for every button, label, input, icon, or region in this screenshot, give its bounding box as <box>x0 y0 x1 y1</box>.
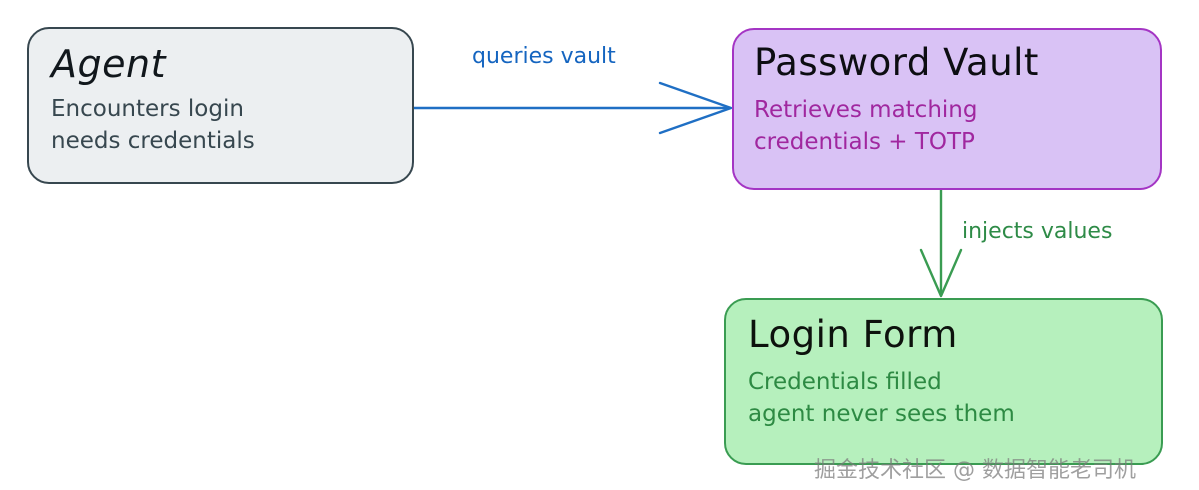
node-password-vault-title: Password Vault <box>754 41 1039 84</box>
node-agent-title: Agent <box>51 42 166 86</box>
node-agent-description: Encounters login needs credentials <box>51 96 255 154</box>
node-password-vault-description: Retrieves matching credentials + TOTP <box>754 97 978 155</box>
watermark-text: 掘金技术社区 @ 数据智能老司机 <box>814 458 1136 483</box>
edge-agent-to-vault <box>412 81 733 135</box>
edge-label-queries-vault: queries vault <box>472 44 616 69</box>
node-password-vault[interactable]: Password Vault Retrieves matching creden… <box>732 28 1162 190</box>
edge-vault-to-login <box>919 188 963 298</box>
node-login-form[interactable]: Login Form Credentials filled agent neve… <box>724 298 1163 465</box>
edge-label-injects-values: injects values <box>962 219 1113 244</box>
node-agent[interactable]: Agent Encounters login needs credentials <box>27 27 414 184</box>
node-login-form-description: Credentials filled agent never sees them <box>748 369 1015 427</box>
node-login-form-title: Login Form <box>748 313 958 356</box>
